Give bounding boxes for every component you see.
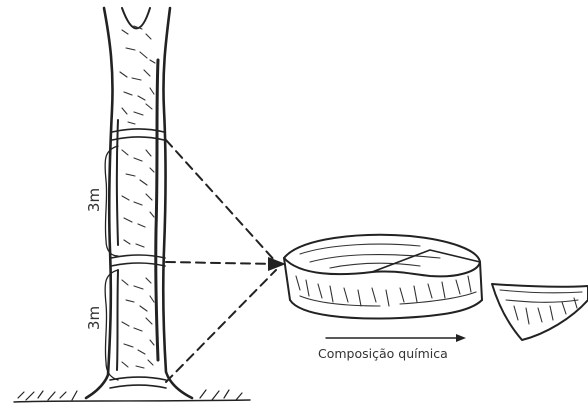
ground — [14, 390, 250, 402]
wood-disc — [284, 235, 482, 319]
segment-upper-label: 3m — [85, 188, 103, 212]
bark-texture — [120, 26, 155, 368]
segment-lower-label: 3m — [85, 306, 103, 330]
sampling-arrows — [166, 140, 286, 382]
wedge-sample — [492, 284, 588, 340]
caption-chemical-composition: Composição química — [318, 346, 448, 361]
process-arrow — [326, 334, 466, 342]
